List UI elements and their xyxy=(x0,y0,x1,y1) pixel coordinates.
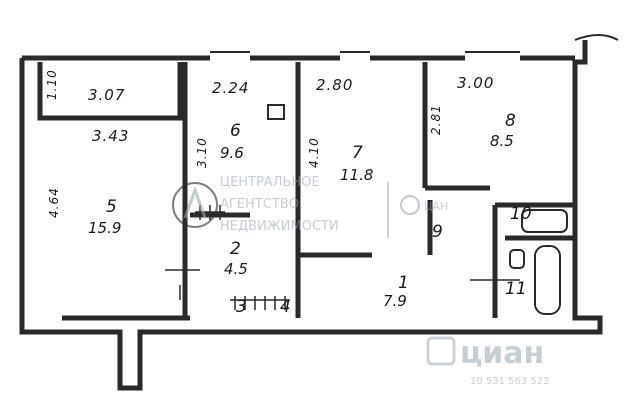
room7-area: 11.8 xyxy=(340,166,373,184)
washbasin-icon xyxy=(521,209,568,233)
internal-walls xyxy=(37,62,575,321)
room4-number: 4 xyxy=(280,297,291,317)
stairs-hatch xyxy=(230,296,290,310)
room5-area: 15.9 xyxy=(88,219,121,237)
room5-number: 5 xyxy=(106,197,117,217)
room6-area: 9.6 xyxy=(220,144,244,162)
toilet-icon xyxy=(509,249,525,269)
watermark-line3: НЕДВИЖИМОСТИ xyxy=(220,219,339,234)
watermark-right: ЦАН xyxy=(424,200,448,213)
room9-number: 9 xyxy=(432,222,443,242)
agency-small-logo-icon xyxy=(400,195,420,215)
dim-room7-depth: 4.10 xyxy=(307,137,321,168)
cian-logo-icon xyxy=(426,336,456,366)
watermarks: ЦЕНТРАЛЬНОЕ АГЕНТСТВО НЕДВИЖИМОСТИ ЦАН ц… xyxy=(172,175,550,387)
room8-area: 8.5 xyxy=(490,132,514,150)
room7-number: 7 xyxy=(352,143,363,163)
room2-area: 4.5 xyxy=(224,260,248,278)
room8-number: 8 xyxy=(505,111,516,131)
dim-room8-width: 3.00 xyxy=(457,74,494,92)
dim-room5-width: 3.43 xyxy=(92,127,129,145)
room2-number: 2 xyxy=(230,239,241,259)
room11-number: 11 xyxy=(505,279,527,299)
dim-loggia-depth: 1.10 xyxy=(45,69,59,100)
room1-area: 7.9 xyxy=(383,292,407,310)
room1-number: 1 xyxy=(398,273,409,293)
room-labels: 5 15.9 6 9.6 7 11.8 8 8.5 2 4.5 1 7.9 9 … xyxy=(88,111,532,317)
dimension-labels: 3.07 1.10 3.43 4.64 2.24 3.10 2.80 4.10 … xyxy=(45,69,494,218)
fixtures xyxy=(165,104,568,315)
dim-room6-depth: 3.10 xyxy=(195,137,209,168)
watermark-line2: АГЕНТСТВО xyxy=(220,197,299,212)
dim-room6-width: 2.24 xyxy=(212,79,249,97)
outer-walls xyxy=(19,34,619,391)
dim-room5-depth: 4.64 xyxy=(47,187,61,218)
watermark-line1: ЦЕНТРАЛЬНОЕ xyxy=(220,175,320,190)
door-marks xyxy=(165,205,520,300)
cian-number: 10 531 563 522 xyxy=(470,376,550,387)
bathtub-icon xyxy=(534,245,561,315)
dim-room8-depth: 2.81 xyxy=(429,104,443,135)
room3-number: 3 xyxy=(236,297,247,317)
dim-loggia-width: 3.07 xyxy=(88,86,125,104)
kitchen-sink-icon xyxy=(267,104,285,120)
dim-room7-width: 2.80 xyxy=(316,76,353,94)
cian-brand: циан xyxy=(460,336,544,371)
room10-number: 10 xyxy=(510,204,532,224)
agency-logo-icon xyxy=(172,182,218,228)
room6-number: 6 xyxy=(230,121,241,141)
